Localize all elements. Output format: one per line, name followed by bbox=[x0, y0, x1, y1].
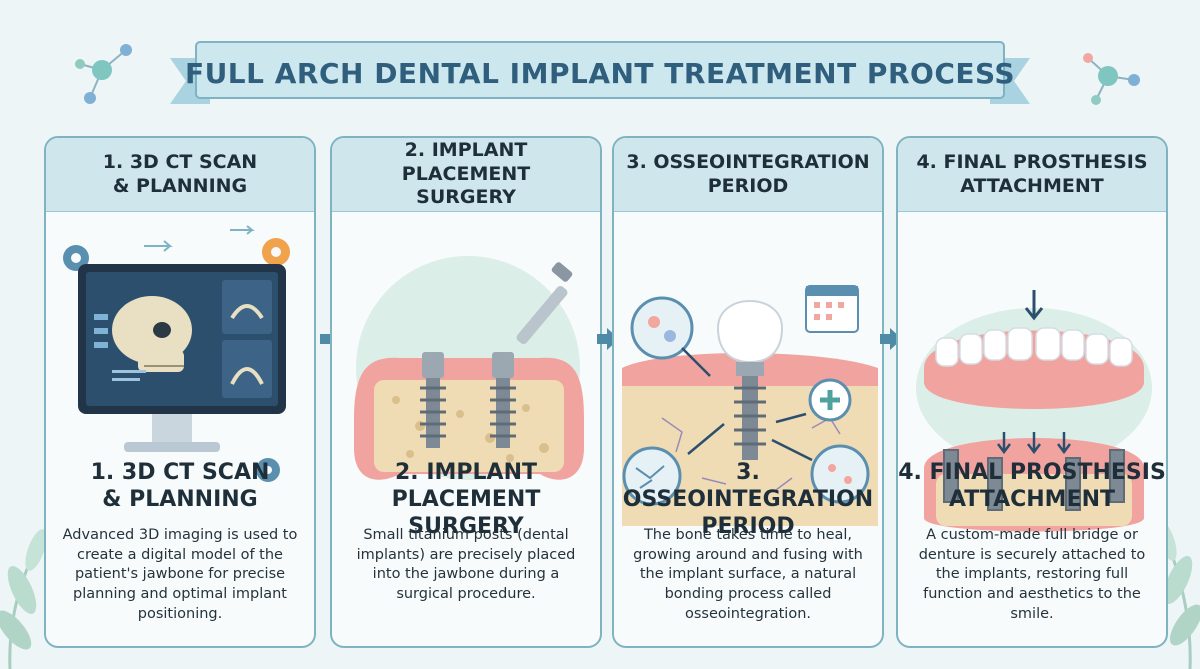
implant-icon bbox=[943, 449, 1125, 511]
step-description: A custom-made full bridge or denture is … bbox=[918, 527, 1146, 622]
ct-scan-illustration bbox=[63, 225, 290, 482]
tooth-icon bbox=[716, 300, 784, 364]
step-card-1: 1. 3D CT SCAN & PLANNING 1. 3D CT SCAN &… bbox=[44, 136, 316, 648]
implant-icon bbox=[734, 362, 766, 460]
page-title: FULL ARCH DENTAL IMPLANT TREATMENT PROCE… bbox=[184, 56, 1016, 90]
title-banner: FULL ARCH DENTAL IMPLANT TREATMENT PROCE… bbox=[170, 38, 1030, 112]
step-header: 1. 3D CT SCAN & PLANNING bbox=[46, 138, 314, 212]
ribbon-shape bbox=[170, 41, 1030, 104]
step-description: Advanced 3D imaging is used to create a … bbox=[62, 527, 298, 622]
cell-detail-icon bbox=[622, 446, 682, 506]
implant-icon bbox=[490, 352, 516, 448]
arrow-right-icon bbox=[597, 328, 619, 350]
step-description: Small titanium posts (dental implants) a… bbox=[356, 527, 576, 603]
prosthesis-illustration bbox=[916, 290, 1152, 532]
step-title: 1. 3D CT SCAN & PLANNING bbox=[90, 460, 270, 512]
arrow-right-icon bbox=[880, 328, 902, 350]
step-description: The bone takes time to heal, growing aro… bbox=[633, 527, 863, 622]
step-header: 4. FINAL PROSTHESIS ATTACHMENT bbox=[898, 138, 1166, 212]
dental-drill-icon bbox=[516, 262, 573, 345]
healing-plus-icon bbox=[808, 378, 852, 422]
step-title: 4. FINAL PROSTHESIS ATTACHMENT bbox=[898, 460, 1166, 512]
calendar-icon bbox=[805, 285, 859, 333]
molecule-icon-left bbox=[75, 44, 132, 104]
step-title: 3. OSSEOINTEGRATION PERIOD bbox=[622, 460, 874, 539]
gear-icon bbox=[256, 458, 280, 482]
step-header: 2. IMPLANT PLACEMENT SURGERY bbox=[332, 138, 600, 212]
step-header: 3. OSSEOINTEGRATION PERIOD bbox=[614, 138, 882, 212]
molecule-icon-right bbox=[1083, 53, 1140, 105]
step-title: 2. IMPLANT PLACEMENT SURGERY bbox=[391, 460, 541, 539]
step-card-4: 4. FINAL PROSTHESIS ATTACHMENT 4. FINAL … bbox=[896, 136, 1168, 648]
cell-detail-icon bbox=[810, 444, 870, 504]
leaf-decoration-left bbox=[0, 529, 47, 669]
gear-icon bbox=[262, 238, 290, 266]
step-card-2: 2. IMPLANT PLACEMENT SURGERY 2. IMPLANT … bbox=[330, 136, 602, 648]
osseointegration-illustration bbox=[622, 285, 878, 526]
gear-icon bbox=[63, 245, 89, 271]
denture-bridge-icon bbox=[924, 327, 1144, 409]
step-card-3: 3. OSSEOINTEGRATION PERIOD bbox=[612, 136, 884, 648]
implant-surgery-illustration bbox=[354, 256, 584, 480]
implant-icon bbox=[420, 352, 446, 448]
cell-detail-icon bbox=[630, 296, 694, 360]
